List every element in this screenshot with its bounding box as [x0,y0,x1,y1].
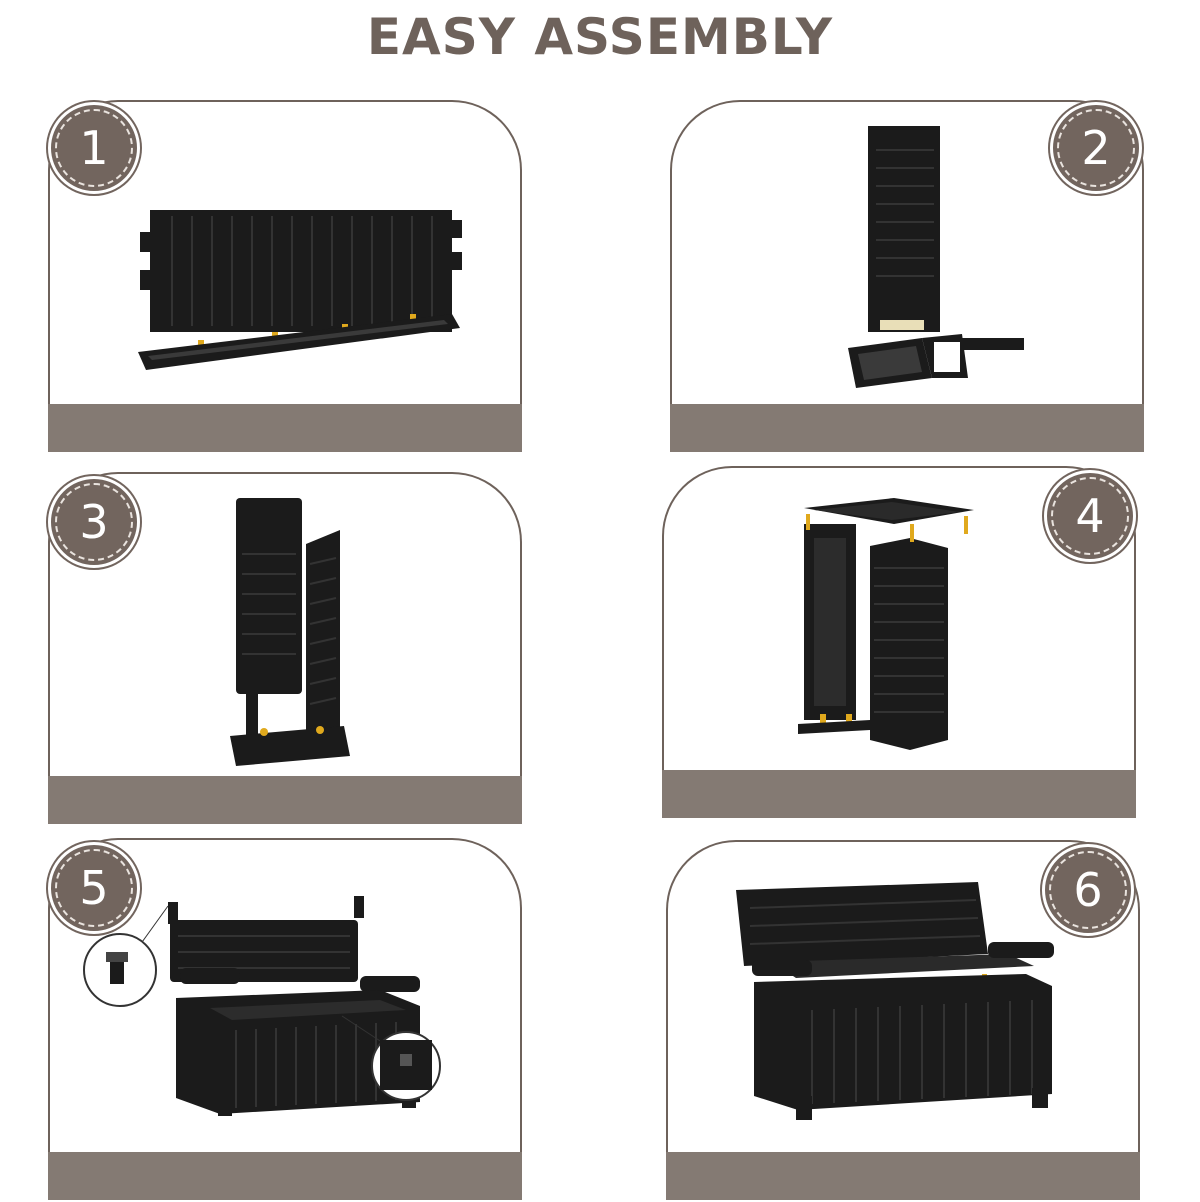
step-1-badge: 1 [48,102,140,194]
step-5-base-band [48,1152,522,1200]
step-4-illustration [798,498,974,750]
step-6-illustration [736,882,1054,1120]
step-5-badge: 5 [48,842,140,934]
step-card-6 [666,840,1140,1200]
step-3-number: 3 [79,495,109,549]
step-card-3 [48,472,522,824]
step-5-illustration [83,896,441,1116]
step-2-number: 2 [1081,121,1111,175]
step-6-number: 6 [1073,863,1103,917]
step-2-base-band [670,404,1144,452]
page-title: EASY ASSEMBLY [366,8,834,66]
step-card-5 [48,838,522,1200]
step-1-number: 1 [79,121,109,175]
step-card-2 [670,100,1144,452]
step-6-base-band [666,1152,1140,1200]
step-1-base-band [48,404,522,452]
step-6-badge: 6 [1042,844,1134,936]
step-2-illustration [848,126,1024,388]
step-4-badge: 4 [1044,470,1136,562]
step-4-number: 4 [1075,489,1105,543]
step-card-1 [48,100,522,452]
step-4-base-band [662,770,1136,818]
step-3-base-band [48,776,522,824]
step-5-number: 5 [79,861,109,915]
step-3-badge: 3 [48,476,140,568]
step-2-badge: 2 [1050,102,1142,194]
step-3-illustration [230,498,350,766]
step-1-illustration [138,210,462,370]
